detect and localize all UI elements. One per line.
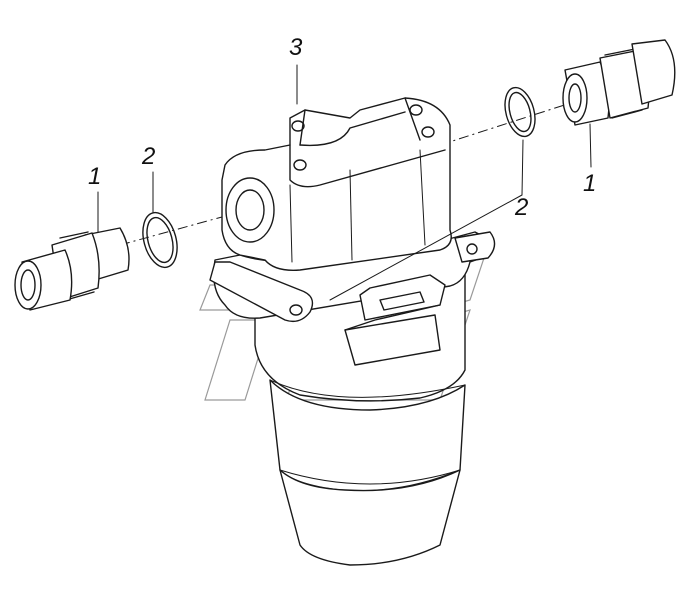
callout-part-1-right: 1 (583, 170, 597, 197)
leader-2-right-b (329, 194, 523, 301)
callout-part-1-left: 1 (88, 163, 102, 190)
callout-part-2-left: 2 (142, 143, 156, 170)
right-seal-ring (504, 86, 536, 138)
callout-part-3: 3 (289, 34, 303, 61)
left-fitting (14, 227, 130, 311)
leader-2-right-a (521, 139, 524, 196)
left-seal-ring (142, 211, 178, 269)
centerlines (119, 99, 581, 246)
callout-part-2-right: 2 (515, 194, 529, 221)
leader-1-right (589, 123, 592, 168)
filter-housing (209, 97, 496, 566)
leader-lines (97, 64, 592, 301)
right-fitting (562, 39, 676, 126)
